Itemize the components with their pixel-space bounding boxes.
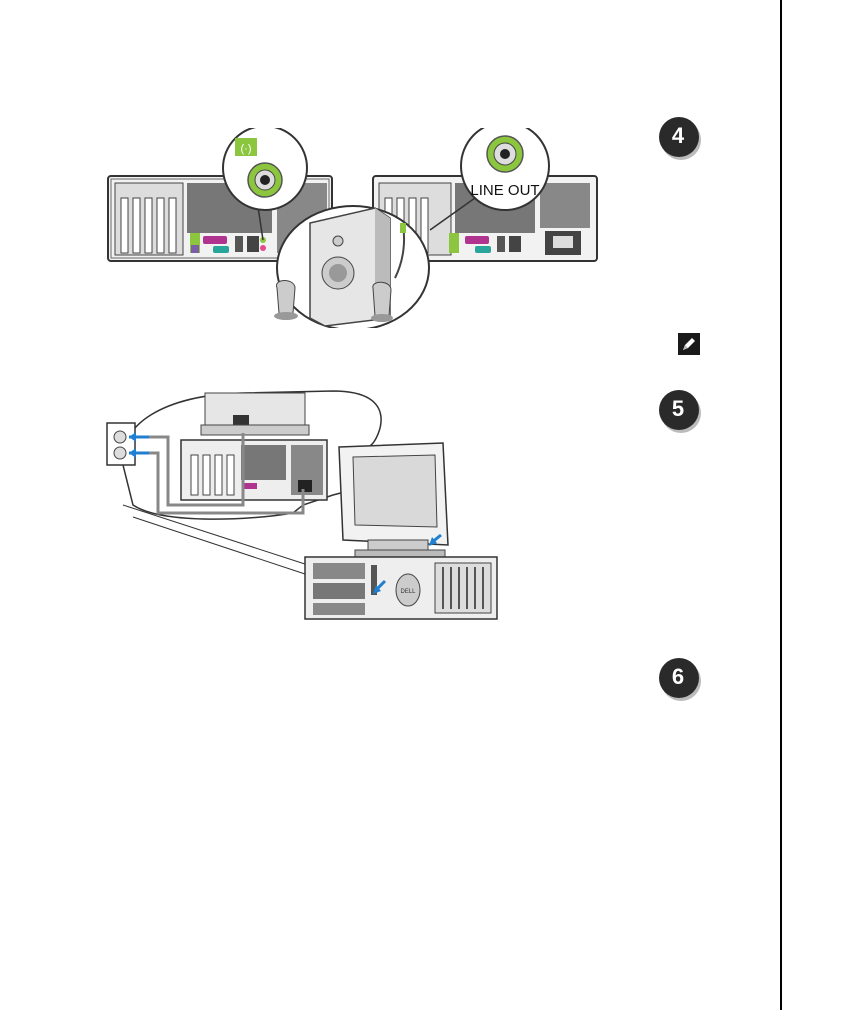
step-badge-6: 6 (658, 657, 704, 703)
wall-outlet (107, 423, 135, 465)
svg-text:(·): (·) (241, 143, 252, 155)
computer-back (181, 440, 327, 500)
step-number: 6 (658, 657, 698, 697)
line-out-label: LINE OUT (470, 182, 539, 199)
page-edge-rule (780, 0, 782, 1010)
step-badge-4: 4 (658, 116, 704, 162)
brand-logo-text: DELL (400, 589, 416, 595)
power-connection-figure: DELL (103, 385, 503, 630)
pencil-note-icon (678, 333, 700, 355)
speaker-connection-figure: (·) LINE OUT (105, 128, 605, 333)
monitor (339, 443, 448, 558)
step-number: 5 (658, 389, 698, 429)
step-number: 4 (658, 116, 698, 156)
monitor-back (201, 393, 309, 435)
step-badge-5: 5 (658, 389, 704, 435)
